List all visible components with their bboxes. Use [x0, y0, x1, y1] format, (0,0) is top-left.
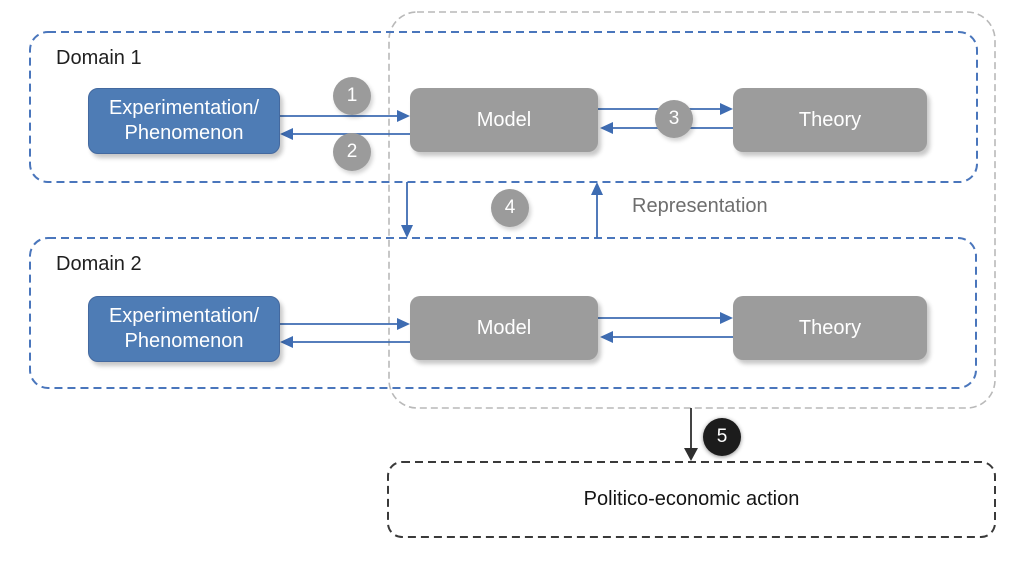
badge-5: 5: [703, 418, 741, 456]
representation-label: Representation: [632, 195, 768, 217]
politico-economic-action-label: Politico-economic action: [583, 488, 800, 510]
theory-box-d1: Theory: [733, 88, 927, 152]
experimentation-phenomenon-box-d2: Experimentation/ Phenomenon: [88, 296, 280, 362]
arrow-to-action: [684, 408, 698, 461]
experimentation-line1-d2: Experimentation/: [108, 305, 260, 327]
arrow-domain1-to-domain2: [401, 182, 413, 238]
domain2-border: [29, 237, 977, 389]
badge-3: 3: [655, 100, 693, 138]
arrow-exp-to-model-d2: [278, 318, 410, 330]
badge-1: 1: [333, 77, 371, 115]
experimentation-line2-d2: Phenomenon: [124, 330, 244, 352]
arrow-domain2-to-domain1: [591, 182, 603, 238]
arrow-model-to-exp-d2: [280, 336, 410, 348]
domain1-label: Domain 1: [56, 47, 142, 69]
arrow-exp-to-model-d1: [278, 110, 410, 122]
models-theories-container-border: [388, 11, 996, 409]
arrow-model-to-theory-d2: [596, 312, 733, 324]
experimentation-line1-d1: Experimentation/: [108, 97, 260, 119]
action-box-border: [387, 461, 996, 538]
arrow-theory-to-model-d2: [600, 331, 733, 343]
theory-label-d1: Theory: [798, 108, 862, 131]
experimentation-line2-d1: Phenomenon: [124, 122, 244, 144]
model-box-d2: Model: [410, 296, 598, 360]
domain1-border: [29, 31, 978, 183]
theory-label-d2: Theory: [798, 316, 862, 339]
model-label-d1: Model: [476, 108, 532, 131]
badge-4: 4: [491, 189, 529, 227]
theory-box-d2: Theory: [733, 296, 927, 360]
model-label-d2: Model: [476, 316, 532, 339]
badge-2: 2: [333, 133, 371, 171]
model-box-d1: Model: [410, 88, 598, 152]
domain2-label: Domain 2: [56, 253, 142, 275]
experimentation-phenomenon-box-d1: Experimentation/ Phenomenon: [88, 88, 280, 154]
